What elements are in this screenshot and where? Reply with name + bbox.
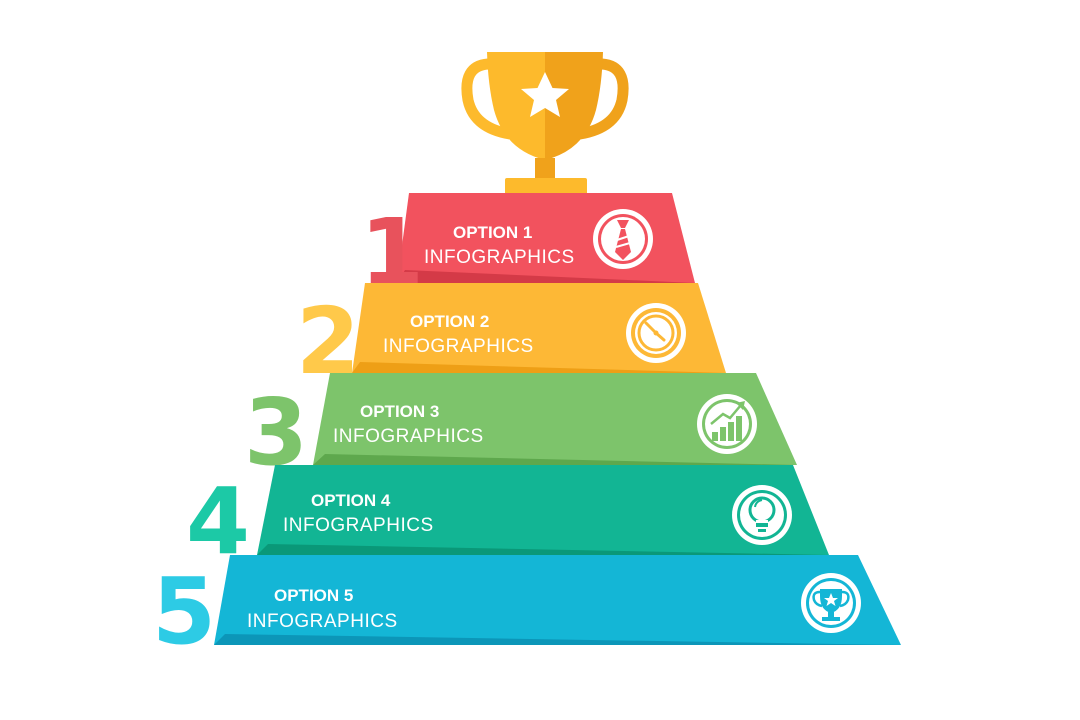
tier-4-subtitle: INFOGRAPHICS <box>283 515 434 536</box>
tier-5-subtitle: INFOGRAPHICS <box>247 611 398 632</box>
trophy-cup-right <box>545 52 603 160</box>
tier-1-subtitle: INFOGRAPHICS <box>424 247 575 268</box>
trophy-handle-left <box>461 58 512 140</box>
tier-1-shade <box>397 270 695 283</box>
tier-2: 2 OPTION 2 INFOGRAPHICS <box>296 283 726 395</box>
trophy-stem <box>535 158 555 180</box>
trophy-cup-left <box>487 52 545 160</box>
tier-5-number: 5 <box>152 558 216 665</box>
tier-2-shade <box>352 362 726 373</box>
tier-4-shade <box>257 544 829 555</box>
trophy-base <box>505 178 587 195</box>
tier-5: 5 OPTION 5 INFOGRAPHICS <box>152 555 901 665</box>
trophy-handle-right <box>578 58 629 140</box>
tier-3-subtitle: INFOGRAPHICS <box>333 426 484 447</box>
lightbulb-icon <box>732 485 792 545</box>
tier-1-title: OPTION 1 <box>453 223 532 242</box>
tier-4: 4 OPTION 4 INFOGRAPHICS <box>186 465 829 575</box>
tier-3-title: OPTION 3 <box>360 402 439 421</box>
tier-4-title: OPTION 4 <box>311 491 391 510</box>
tier-4-band <box>257 465 829 555</box>
growth-chart-icon <box>697 394 757 454</box>
tier-5-band <box>214 555 901 645</box>
trophy-star <box>521 72 569 117</box>
trophy-star-icon <box>461 52 629 195</box>
tier-1: 1 OPTION 1 INFOGRAPHICS <box>360 193 695 306</box>
tier-2-title: OPTION 2 <box>410 312 489 331</box>
tier-3-shade <box>313 454 797 465</box>
tier-3-band <box>313 373 797 465</box>
tier-2-subtitle: INFOGRAPHICS <box>383 336 534 357</box>
tier-5-shade <box>214 634 901 645</box>
trophy-icon <box>801 573 861 633</box>
clock-icon <box>626 303 686 363</box>
tier-5-title: OPTION 5 <box>274 586 353 605</box>
tie-icon <box>593 209 653 269</box>
